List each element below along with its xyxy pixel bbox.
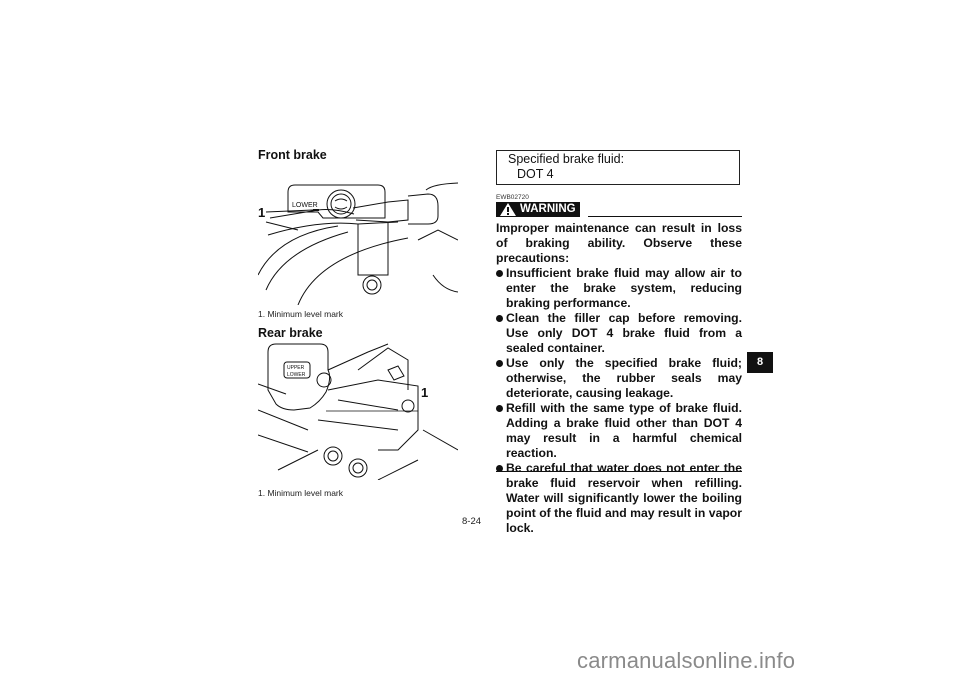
bullet-icon: [496, 465, 503, 472]
upper-mark-label: UPPER: [287, 365, 305, 371]
warning-item: Be careful that water does not enter the…: [496, 461, 742, 536]
front-callout-number: 1: [258, 205, 266, 220]
front-brake-caption: 1. Minimum level mark: [258, 309, 344, 319]
warning-item: Refill with the same type of brake fluid…: [496, 401, 742, 461]
rear-brake-caption: 1. Minimum level mark: [258, 488, 344, 498]
warning-triangle-icon: [500, 203, 516, 216]
warning-header: WARNING: [496, 202, 742, 218]
warning-item: Use only the specified brake fluid; othe…: [496, 356, 742, 401]
lower-mark-label: LOWER: [287, 372, 306, 378]
warning-code: EWB02720: [496, 194, 529, 201]
rear-brake-illustration: UPPER LOWER: [258, 343, 458, 480]
page-number: 8-24: [462, 516, 482, 527]
bullet-icon: [496, 360, 503, 367]
warning-body: Improper maintenance can result in loss …: [496, 221, 742, 536]
warning-list: Insufficient brake fluid may allow air t…: [496, 266, 742, 536]
front-brake-illustration: LOWER: [258, 182, 458, 305]
warning-rule: [588, 216, 742, 217]
rear-callout-number: 1: [421, 385, 429, 400]
warning-item: Clean the filler cap before removing. Us…: [496, 311, 742, 356]
bullet-icon: [496, 270, 503, 277]
warning-item: Insufficient brake fluid may allow air t…: [496, 266, 742, 311]
bullet-icon: [496, 405, 503, 412]
spec-box: Specified brake fluid: DOT 4: [496, 150, 740, 185]
watermark: carmanualsonline.info: [577, 648, 796, 673]
warning-label: WARNING: [520, 203, 576, 215]
warning-badge: WARNING: [496, 202, 580, 217]
warning-intro: Improper maintenance can result in loss …: [496, 221, 742, 265]
warning-end-rule: [496, 471, 742, 472]
front-brake-title: Front brake: [258, 148, 327, 162]
spec-label: Specified brake fluid:: [508, 152, 625, 166]
rear-brake-title: Rear brake: [258, 326, 323, 340]
bullet-icon: [496, 315, 503, 322]
lower-mark-label: LOWER: [292, 202, 318, 209]
spec-value: DOT 4: [517, 167, 554, 181]
chapter-tab: 8: [747, 352, 773, 373]
